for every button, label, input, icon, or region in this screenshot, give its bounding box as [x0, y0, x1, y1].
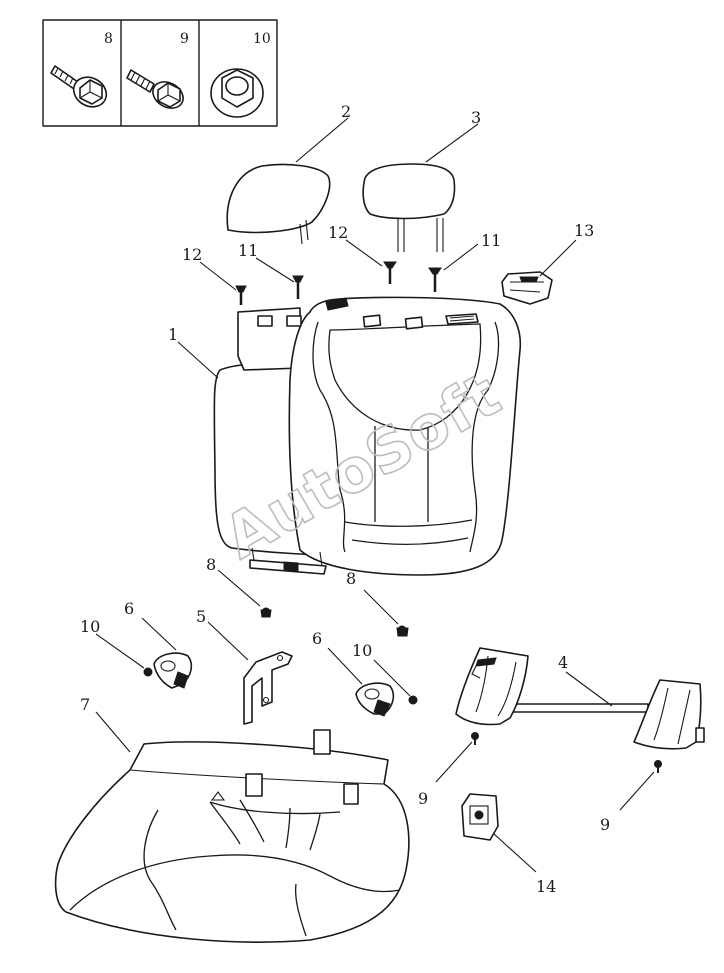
hinge-clip-right: [355, 682, 395, 717]
callout-10-right: 10: [352, 641, 372, 660]
legend-label-10: 10: [253, 31, 271, 47]
mounting-bracket: [243, 651, 293, 725]
screw-12-right: [383, 261, 397, 284]
nut-10-right: [408, 695, 418, 705]
callout-10-left: 10: [80, 617, 100, 636]
callout-12-left: 12: [182, 245, 202, 264]
callout-7: 7: [80, 695, 90, 714]
bolt-8-right: [396, 625, 409, 637]
callout-6-right: 6: [312, 629, 322, 648]
callout-5: 5: [196, 607, 206, 626]
bolt-8-left: [260, 607, 272, 618]
screw-12-left: [235, 285, 247, 305]
screw-11-left: [292, 275, 304, 299]
callout-12-right: 12: [328, 223, 348, 242]
callout-9-left: 9: [418, 789, 428, 808]
callout-8-left: 8: [206, 555, 216, 574]
headrest-left: [226, 163, 331, 245]
callout-1: 1: [168, 325, 178, 344]
bolt-9-right: [654, 760, 662, 773]
nut-10-left: [143, 667, 153, 677]
callout-11-right: 11: [481, 231, 501, 250]
callout-11-left: 11: [238, 241, 258, 260]
callout-6-left: 6: [124, 599, 134, 618]
seat-switch: [461, 793, 499, 841]
seat-frame-crossbar: [455, 647, 705, 750]
latch-cover: [501, 271, 553, 305]
callout-labels: 2 3 12 11 12 11 13 1 8 8 6 10 5 6 10 4 7…: [80, 102, 610, 896]
seat-back: [213, 296, 522, 576]
callout-14: 14: [536, 877, 556, 896]
fastener-legend: 8 9 10: [42, 19, 278, 127]
callout-9-right: 9: [600, 815, 610, 834]
screw-11-right: [428, 267, 442, 292]
callout-2: 2: [341, 102, 351, 121]
flange-bolt-icon: [50, 65, 108, 108]
seat-cushion: [54, 729, 410, 943]
legend-label-9: 9: [180, 31, 189, 47]
hinge-clip-left: [153, 652, 193, 689]
callout-3: 3: [471, 108, 481, 127]
shoulder-bolt-icon: [126, 69, 184, 109]
headrest-right: [362, 163, 456, 252]
bolt-9-left: [471, 732, 479, 745]
callout-8-right: 8: [346, 569, 356, 588]
leader-lines: [95, 117, 655, 873]
callout-13: 13: [574, 221, 594, 240]
callout-4: 4: [558, 653, 568, 672]
legend-label-8: 8: [104, 31, 113, 47]
flange-nut-icon: [210, 68, 264, 118]
